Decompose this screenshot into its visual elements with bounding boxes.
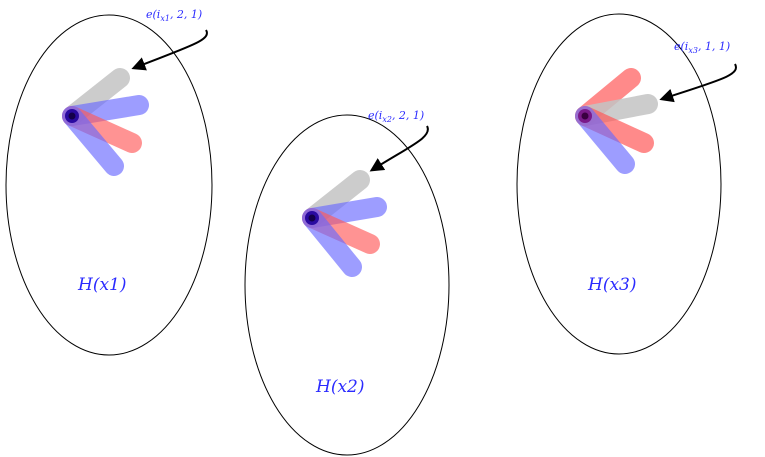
vertex-fan-h-x2 (302, 170, 387, 277)
blue-edge (302, 208, 362, 277)
vertex-fan-h-x1 (62, 68, 149, 176)
ellipse-h-x1 (5, 14, 213, 356)
edge-label-e-x1: e(ix1, 2, 1) (146, 8, 202, 23)
blue-edge (575, 106, 635, 174)
pointer-arrow (659, 63, 737, 103)
hyperedge-h-x3: e(ix3, 1, 1) H(x3) (516, 13, 737, 355)
vertex-core (308, 214, 316, 222)
ellipse-h-x2 (244, 114, 450, 456)
vertex-core (581, 112, 589, 120)
hyperedge-label-h-x3: H(x3) (587, 275, 637, 295)
hyperedge-h-x1: e(ix1, 2, 1) H(x1) (5, 8, 213, 356)
ellipse-h-x3 (516, 13, 722, 355)
vertex-core (68, 112, 76, 120)
hyperedge-label-h-x1: H(x1) (77, 275, 127, 295)
blue-edge (62, 106, 124, 176)
pointer-arrow (131, 29, 208, 71)
pointer-arrow (369, 125, 429, 172)
hyperedge-h-x2: e(ix2, 2, 1) H(x2) (244, 109, 450, 456)
vertex-fan-h-x3 (575, 68, 658, 174)
hyperedge-label-h-x2: H(x2) (315, 377, 365, 397)
edge-label-e-x2: e(ix2, 2, 1) (368, 109, 424, 124)
edge-label-e-x3: e(ix3, 1, 1) (674, 40, 730, 55)
